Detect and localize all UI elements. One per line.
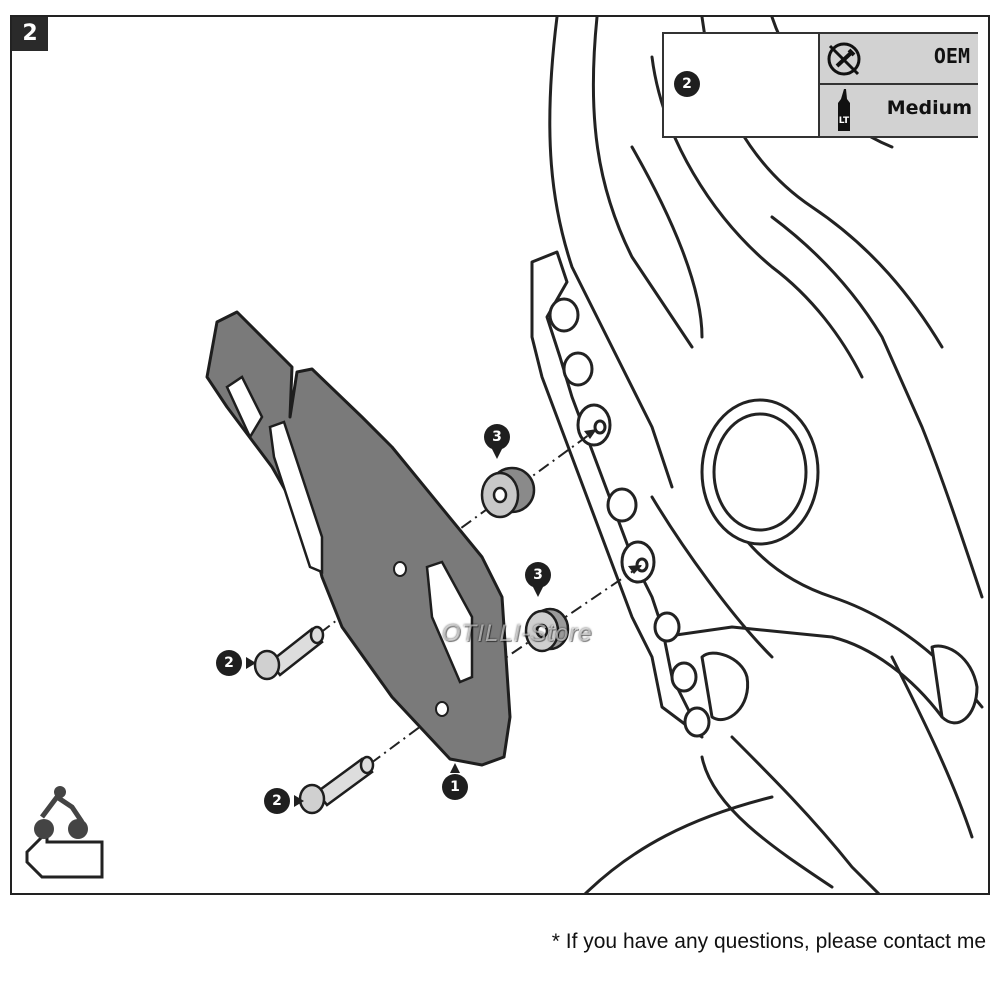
callout-spacer-lower: 3 <box>525 562 551 588</box>
callout-plate: 1 <box>442 774 468 800</box>
legend-divider <box>818 34 820 136</box>
footpeg-knob <box>700 651 750 721</box>
contact-footnote: * If you have any questions, please cont… <box>551 930 986 953</box>
store-watermark: OTILLI-Store <box>442 620 593 647</box>
bottle-label: LT <box>839 116 850 126</box>
torque-label: OEM <box>933 44 970 68</box>
rider-icon <box>25 786 104 879</box>
axis-arrow-lower <box>628 565 642 574</box>
threadlock-cell: LT Medium <box>820 85 978 136</box>
bolt-upper <box>253 625 325 681</box>
chain-guide <box>530 250 704 739</box>
spacer-lower <box>524 607 570 653</box>
chain-guard-plate <box>205 310 512 767</box>
instruction-frame: 2 2 OEM LT Medium 2 2 <box>10 15 990 895</box>
assembly-drawing <box>25 17 984 893</box>
callout-spacer-upper: 3 <box>484 424 510 450</box>
axis-arrow-upper <box>584 429 597 439</box>
motorcycle-frame <box>530 17 984 893</box>
spacer-upper <box>480 466 536 519</box>
bolt-lower <box>298 755 375 815</box>
frame-boss-ring-inner <box>712 412 808 532</box>
step-number-badge: 2 <box>12 17 48 51</box>
callout-pointers <box>246 449 543 807</box>
fastener-legend: 2 OEM LT Medium <box>662 32 978 138</box>
callout-bolt-lower: 2 <box>264 788 290 814</box>
legend-part-callout: 2 <box>674 71 700 97</box>
threadlocker-bottle-icon: LT <box>820 85 870 136</box>
threadlock-label: Medium <box>886 97 972 119</box>
callout-bolt-upper: 2 <box>216 650 242 676</box>
torque-wrench-icon <box>820 34 870 85</box>
torque-cell: OEM <box>820 34 978 85</box>
